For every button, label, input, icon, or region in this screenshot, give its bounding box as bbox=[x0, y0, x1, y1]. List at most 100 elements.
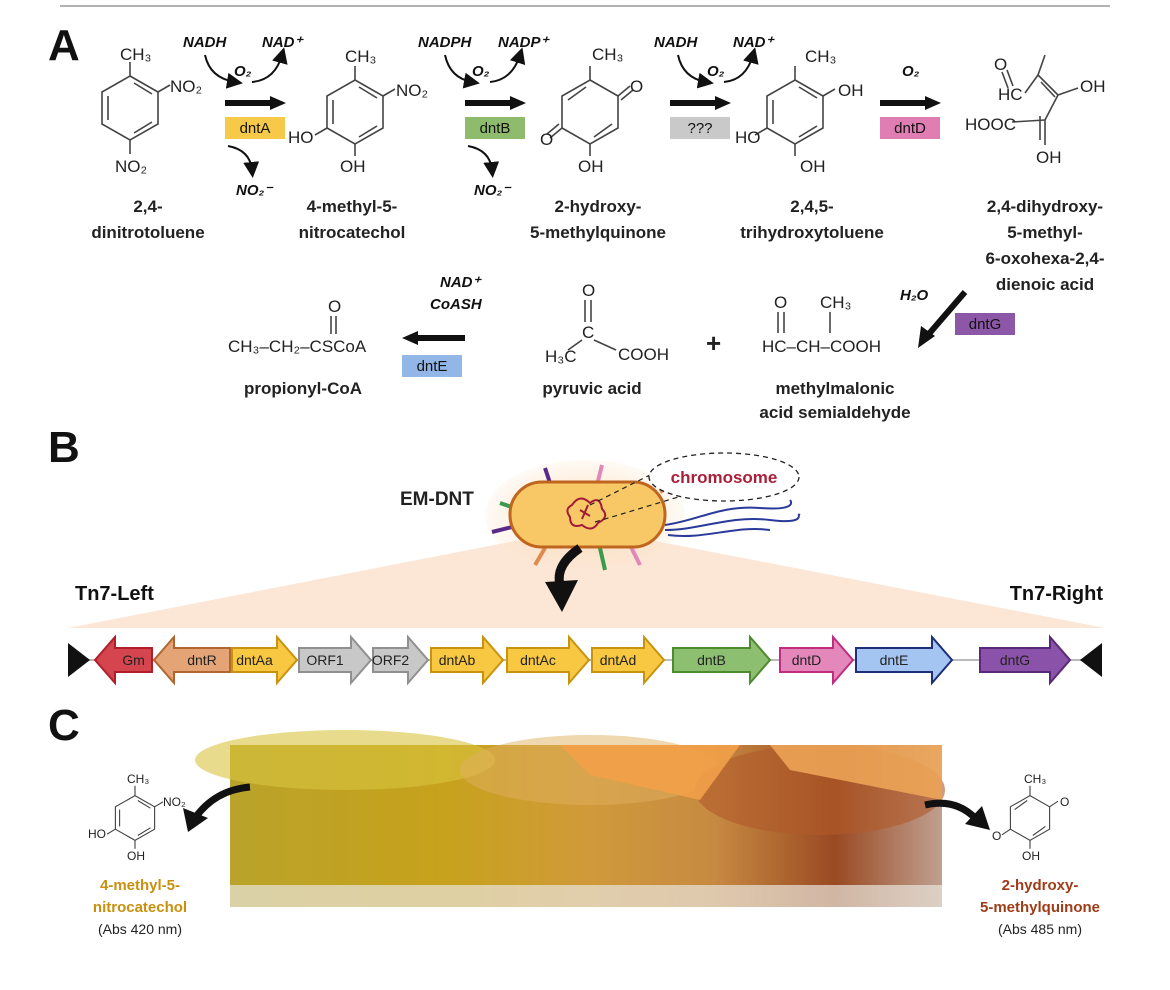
cofactor-label: O₂ bbox=[234, 63, 252, 80]
atom-label: H₃C bbox=[545, 347, 576, 366]
compound-name: 2,4- bbox=[133, 197, 162, 216]
tn7-right-end-marker bbox=[1080, 643, 1102, 677]
enzyme-box-dntg bbox=[955, 313, 1015, 335]
atom-label: O bbox=[992, 829, 1001, 843]
atom-label: O bbox=[540, 130, 553, 149]
atom-label: HO bbox=[288, 128, 314, 147]
gene-arrow bbox=[372, 634, 430, 686]
gene-orf1: ORF1 bbox=[298, 634, 373, 686]
cofactor-label: O₂ bbox=[707, 63, 725, 80]
cofactor-label: H₂O bbox=[900, 287, 929, 304]
tn7-left-end-marker bbox=[68, 643, 90, 677]
compound-name: dinitrotoluene bbox=[91, 223, 204, 242]
atom-label: OH bbox=[1080, 77, 1106, 96]
gene-dntad: dntAd bbox=[591, 634, 666, 686]
enzyme-label: dntD bbox=[894, 120, 926, 137]
compound-name: 4-methyl-5- bbox=[307, 197, 398, 216]
byproduct-label: NO₂⁻ bbox=[236, 182, 274, 199]
gene-label: dntD bbox=[792, 652, 822, 668]
panel-label-b: B bbox=[48, 423, 80, 472]
gene-label: ORF1 bbox=[306, 652, 344, 668]
gene-arrow bbox=[430, 634, 505, 686]
compound-name: propionyl-CoA bbox=[244, 379, 362, 398]
atom-label: NO₂ bbox=[115, 157, 147, 176]
gene-orf2: ORF2 bbox=[372, 634, 430, 686]
panel-label-a: A bbox=[48, 21, 80, 70]
gene-arrow bbox=[779, 634, 855, 686]
gene-arrow bbox=[591, 634, 666, 686]
reaction-step-dnte: NAD⁺ CoASH dntE bbox=[402, 274, 483, 377]
atom-label: CH₃ bbox=[127, 772, 149, 786]
enzyme-label: dntE bbox=[417, 358, 448, 375]
gene-dnte: dntE bbox=[855, 634, 954, 686]
compound-name: 2,4,5- bbox=[790, 197, 833, 216]
gene-label: dntE bbox=[880, 652, 909, 668]
gene-arrow bbox=[506, 634, 591, 686]
gene-arrow bbox=[979, 634, 1072, 686]
atom-label: HOOC bbox=[965, 115, 1016, 134]
plus-sign: + bbox=[706, 328, 721, 358]
enzyme-label: dntA bbox=[240, 120, 271, 137]
structure-methylnitrocatechol-small: CH₃ NO₂ HO OH bbox=[88, 772, 186, 863]
atom-label: OH bbox=[800, 157, 826, 176]
atom-label: HC bbox=[998, 85, 1023, 104]
enzyme-box-dntd bbox=[880, 117, 940, 139]
atom-label: CH₃–CH₂–CSCoA bbox=[228, 337, 367, 356]
gene-label: dntAd bbox=[600, 652, 637, 668]
atom-label: CH₃ bbox=[820, 293, 851, 312]
gene-label: dntAb bbox=[439, 652, 476, 668]
atom-label: O bbox=[582, 281, 595, 300]
gene-label: ORF2 bbox=[372, 652, 410, 668]
gene-label: Gm bbox=[122, 652, 145, 668]
atom-label: OH bbox=[127, 849, 145, 863]
compound-name: trihydroxytoluene bbox=[740, 223, 884, 242]
compound-hydroxymethylquinone: CH₃ O O OH 2-hydroxy- 5-methylquinone bbox=[530, 45, 666, 242]
culture-flasks-photo bbox=[195, 730, 945, 907]
panel-label-c: C bbox=[48, 701, 80, 750]
atom-label: O bbox=[994, 55, 1007, 74]
gene-dntb: dntB bbox=[672, 634, 772, 686]
compound-name: pyruvic acid bbox=[542, 379, 641, 398]
atom-label: HO bbox=[735, 128, 761, 147]
chromosome-icon bbox=[566, 497, 607, 530]
gene-arrow bbox=[298, 634, 373, 686]
atom-label: CH₃ bbox=[805, 47, 836, 66]
gene-arrow bbox=[93, 634, 153, 686]
gene-label: dntG bbox=[1000, 652, 1030, 668]
gene-arrow bbox=[231, 634, 299, 686]
atom-label: OH bbox=[838, 81, 864, 100]
gene-label: dntAc bbox=[520, 652, 556, 668]
compound-name: 2-hydroxy- bbox=[555, 197, 642, 216]
left-product-name: nitrocatechol bbox=[93, 899, 187, 916]
compound-name: 5-methyl- bbox=[1007, 223, 1083, 242]
atom-label: O bbox=[630, 77, 643, 96]
compound-name: dienoic acid bbox=[996, 275, 1094, 294]
atom-label: NO₂ bbox=[396, 81, 428, 100]
compound-name: 5-methylquinone bbox=[530, 223, 666, 242]
gene-dntac: dntAc bbox=[506, 634, 591, 686]
gene-gm: Gm bbox=[93, 634, 153, 686]
atom-label: CH₃ bbox=[345, 47, 376, 66]
cofactor-label: NADPH bbox=[418, 34, 473, 51]
arrow-to-left-product bbox=[183, 808, 208, 832]
enzyme-box-dnta bbox=[225, 117, 285, 139]
enzyme-box-unknown bbox=[670, 117, 730, 139]
compound-name: nitrocatechol bbox=[299, 223, 406, 242]
atom-label: OH bbox=[1022, 849, 1040, 863]
gene-arrow bbox=[672, 634, 772, 686]
gene-label: dntAa bbox=[236, 652, 273, 668]
arrow-to-right-product bbox=[965, 806, 990, 830]
chromosome-callout bbox=[648, 452, 800, 502]
cofactor-label: NADH bbox=[183, 34, 227, 51]
gene-arrow bbox=[855, 634, 954, 686]
gene-dntab: dntAb bbox=[430, 634, 505, 686]
cofactor-label: NADH bbox=[654, 34, 698, 51]
compound-methylmalonic-semialdehyde: O CH₃ HC–CH–COOH methylmalonic acid semi… bbox=[759, 293, 910, 422]
atom-label: O bbox=[774, 293, 787, 312]
compound-pyruvic-acid: O C H₃C COOH pyruvic acid bbox=[542, 281, 669, 398]
insertion-arrow bbox=[545, 580, 578, 612]
enzyme-label: dntG bbox=[969, 316, 1002, 333]
left-absorbance: (Abs 420 nm) bbox=[98, 921, 182, 937]
gene-dntr: dntR bbox=[152, 634, 231, 686]
